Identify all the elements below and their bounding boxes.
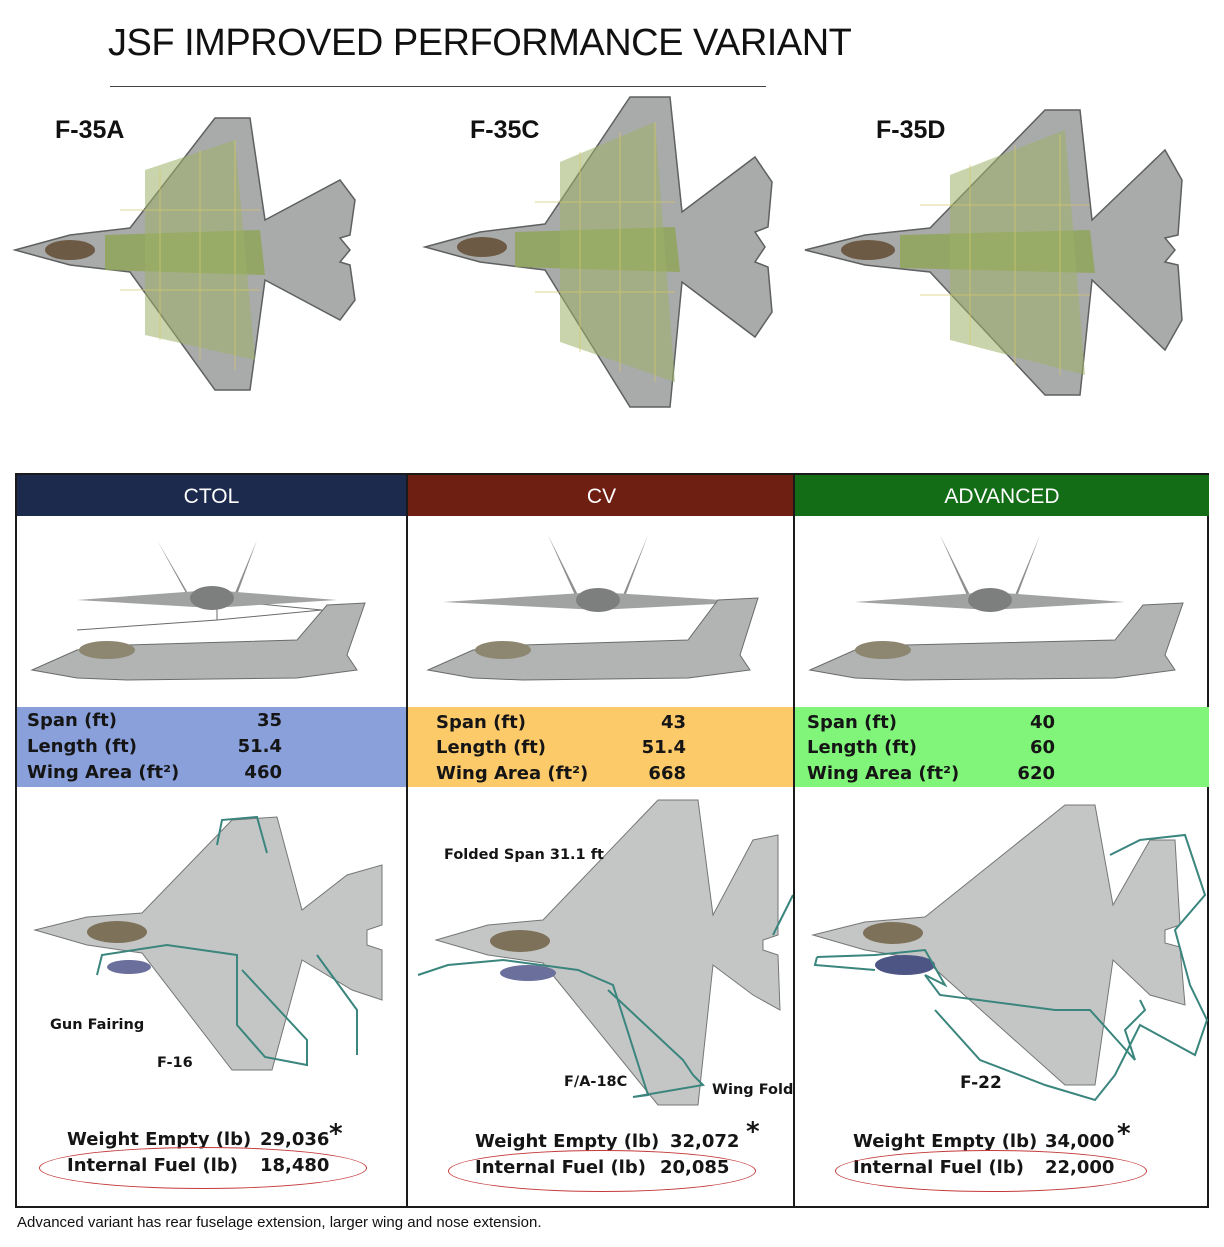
asterisk-mark: *	[329, 1119, 343, 1149]
weight-empty-value: 29,036	[260, 1129, 330, 1150]
column-header-ctol: CTOL	[17, 475, 406, 516]
weights-cv: Weight Empty (lb) 32,072 * Internal Fuel…	[408, 1117, 795, 1203]
callout-wing-fold: Wing Fold	[712, 1082, 794, 1098]
spec-label: Length (ft)	[807, 737, 917, 758]
callout-folded-span: Folded Span 31.1 ft	[444, 847, 604, 863]
spec-label: Span (ft)	[436, 712, 526, 733]
weights-ctol: Weight Empty (lb) 29,036 * Internal Fuel…	[17, 1119, 406, 1203]
title-divider	[110, 86, 766, 87]
page-title: JSF IMPROVED PERFORMANCE VARIANT	[108, 22, 852, 64]
column-header-advanced: ADVANCED	[795, 475, 1209, 516]
spec-value: 60	[1029, 737, 1055, 758]
column-cv: CV Span (ft) 43 Length (ft) 51.4 Wing Ar…	[406, 475, 795, 1206]
weight-empty-label: Weight Empty (lb)	[475, 1131, 660, 1152]
weights-advanced: Weight Empty (lb) 34,000 * Internal Fuel…	[795, 1119, 1209, 1203]
spec-panel-advanced: Span (ft) 40 Length (ft) 60 Wing Area (f…	[795, 707, 1209, 787]
spec-label: Wing Area (ft²)	[807, 763, 960, 784]
ctol-planform-image	[33, 815, 383, 1071]
spec-label: Wing Area (ft²)	[436, 763, 589, 784]
column-advanced: ADVANCED Span (ft) 40 Length (ft) 60 Win…	[793, 475, 1209, 1206]
f35d-cutaway-image	[804, 109, 1183, 396]
callout-f16-outline: F-16	[157, 1055, 193, 1071]
spec-value: 620	[1017, 763, 1055, 784]
advanced-elevation-views	[808, 535, 1184, 681]
callout-gun-fairing: Gun Fairing	[50, 1017, 145, 1033]
fuel-highlight-ellipse	[835, 1150, 1147, 1192]
spec-value: 51.4	[641, 737, 686, 758]
spec-panel-ctol: Span (ft) 35 Length (ft) 51.4 Wing Area …	[17, 707, 406, 787]
spec-value: 51.4	[237, 736, 282, 757]
weight-empty-label: Weight Empty (lb)	[67, 1129, 252, 1150]
asterisk-mark: *	[746, 1117, 760, 1147]
spec-value: 460	[244, 762, 282, 783]
spec-label: Length (ft)	[436, 737, 546, 758]
asterisk-mark: *	[1117, 1119, 1131, 1149]
spec-label: Span (ft)	[27, 710, 117, 731]
spec-label: Wing Area (ft²)	[27, 762, 180, 783]
fuel-highlight-ellipse	[448, 1150, 756, 1192]
advanced-planform-image	[811, 804, 1209, 1102]
weight-empty-value: 34,000	[1045, 1131, 1115, 1152]
spec-label: Span (ft)	[807, 712, 897, 733]
column-header-cv: CV	[408, 475, 795, 516]
f35c-cutaway-image	[422, 96, 773, 408]
spec-value: 43	[660, 712, 686, 733]
footnote: Advanced variant has rear fuselage exten…	[17, 1214, 542, 1231]
spec-panel-cv: Span (ft) 43 Length (ft) 51.4 Wing Area …	[408, 707, 795, 787]
cv-planform-image	[417, 799, 794, 1106]
spec-value: 40	[1029, 712, 1055, 733]
variant-comparison-table: CTOL Span (ft) 35 Length (ft) 51.4 Wing …	[15, 473, 1209, 1208]
spec-value: 668	[648, 763, 686, 784]
weight-empty-value: 32,072	[670, 1131, 740, 1152]
spec-label: Length (ft)	[27, 736, 137, 757]
ctol-elevation-views	[30, 540, 366, 681]
callout-fa18c-outline: F/A-18C	[564, 1074, 628, 1090]
variant-label-a: F-35A	[55, 116, 125, 144]
variant-label-c: F-35C	[470, 116, 540, 144]
variant-label-d: F-35D	[876, 116, 946, 144]
column-ctol: CTOL Span (ft) 35 Length (ft) 51.4 Wing …	[17, 475, 406, 1206]
fuel-highlight-ellipse	[39, 1147, 367, 1189]
spec-value: 35	[256, 710, 282, 731]
cv-elevation-views	[426, 535, 759, 681]
weight-empty-label: Weight Empty (lb)	[853, 1131, 1038, 1152]
callout-f22-outline: F-22	[960, 1073, 1002, 1093]
f35a-cutaway-image	[12, 117, 356, 391]
